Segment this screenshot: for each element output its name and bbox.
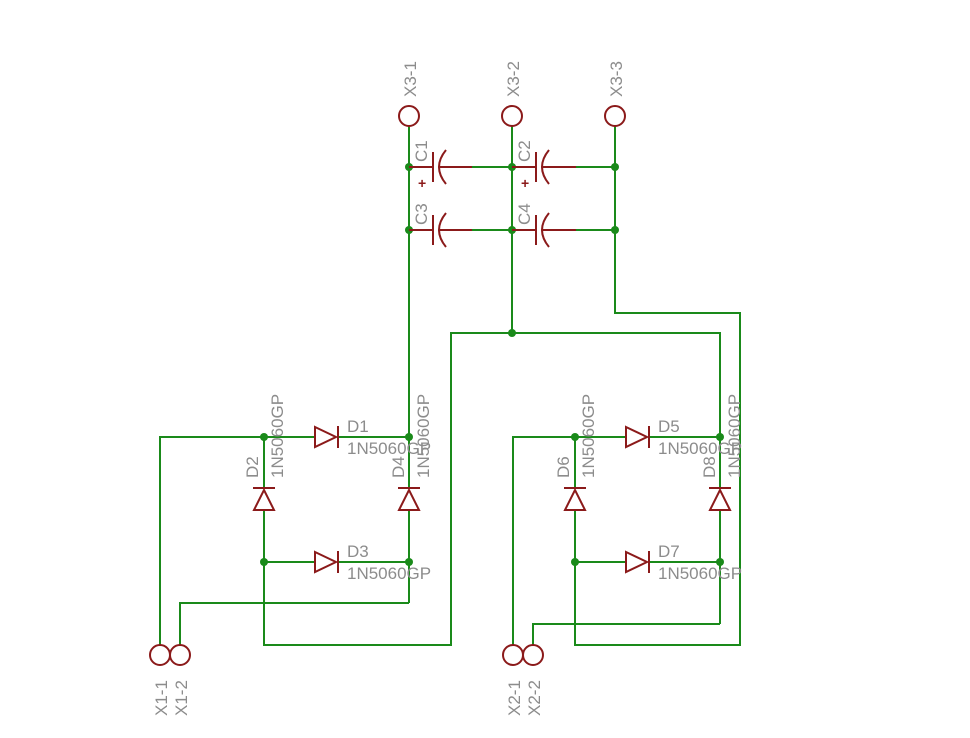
wire-common-right bbox=[512, 332, 721, 437]
label-x3-1: X3-1 bbox=[401, 61, 420, 97]
label-d1-name: D1 bbox=[347, 417, 369, 436]
capacitor-c3 bbox=[409, 212, 472, 248]
label-d7-name: D7 bbox=[658, 542, 680, 561]
capacitor-c1 bbox=[409, 149, 472, 185]
labels: X3-1 X3-2 X3-3 C1 C2 C3 C4 + + D1 1N5060… bbox=[152, 61, 744, 716]
diode-d8 bbox=[708, 487, 732, 511]
label-c4: C4 bbox=[515, 203, 534, 225]
junction-dot bbox=[716, 433, 724, 441]
diode-d5 bbox=[625, 425, 650, 449]
pad-x2-1 bbox=[502, 644, 524, 666]
diode-d3 bbox=[314, 550, 339, 574]
label-d8-name: D8 bbox=[700, 456, 719, 478]
diode-d1 bbox=[314, 425, 339, 449]
label-c3: C3 bbox=[412, 203, 431, 225]
label-d2-name: D2 bbox=[243, 456, 262, 478]
junction-dot bbox=[571, 558, 579, 566]
wire-x2-2 bbox=[532, 623, 720, 645]
pad-x3-2 bbox=[501, 105, 523, 127]
diode-d6 bbox=[563, 487, 587, 511]
pad-x3-1 bbox=[398, 105, 420, 127]
label-x2-2: X2-2 bbox=[525, 680, 544, 716]
label-d7-value: 1N5060GP bbox=[658, 564, 742, 583]
polarity-mark-c2: + bbox=[521, 175, 529, 191]
label-x3-2: X3-2 bbox=[504, 61, 523, 97]
pad-x2-2 bbox=[522, 644, 544, 666]
capacitor-c2 bbox=[512, 149, 576, 185]
junction-dot bbox=[405, 433, 413, 441]
capacitor-c4 bbox=[512, 212, 576, 248]
label-c2: C2 bbox=[515, 140, 534, 162]
label-d2-value: 1N5060GP bbox=[268, 394, 287, 478]
wire-x1-1 bbox=[159, 436, 315, 645]
junction-dot bbox=[611, 226, 619, 234]
label-d4-value: 1N5060GP bbox=[414, 394, 433, 478]
pad-x1-1 bbox=[149, 644, 171, 666]
junction-dot bbox=[571, 433, 579, 441]
label-x1-1: X1-1 bbox=[152, 680, 171, 716]
junctions bbox=[260, 163, 724, 566]
label-x2-1: X2-1 bbox=[505, 680, 524, 716]
junction-dot bbox=[260, 558, 268, 566]
pad-x1-2 bbox=[169, 644, 191, 666]
label-x3-3: X3-3 bbox=[607, 61, 626, 97]
wires bbox=[159, 126, 741, 646]
label-d5-value: 1N5060GP bbox=[658, 439, 742, 458]
label-d8-value: 1N5060GP bbox=[725, 394, 744, 478]
label-d5-name: D5 bbox=[658, 417, 680, 436]
pad-x3-3 bbox=[604, 105, 626, 127]
label-d3-name: D3 bbox=[347, 542, 369, 561]
connector-pads bbox=[149, 105, 626, 666]
label-d6-name: D6 bbox=[554, 456, 573, 478]
diode-d4 bbox=[397, 487, 421, 511]
wire-common-left bbox=[263, 332, 512, 646]
label-d1-value: 1N5060GP bbox=[347, 439, 431, 458]
label-d3-value: 1N5060GP bbox=[347, 564, 431, 583]
wire-x1-2 bbox=[179, 602, 409, 645]
label-c1: C1 bbox=[412, 140, 431, 162]
junction-dot bbox=[508, 329, 516, 337]
wire-x2-1 bbox=[512, 436, 626, 645]
polarity-mark-c1: + bbox=[418, 175, 426, 191]
diode-d7 bbox=[625, 550, 650, 574]
junction-dot bbox=[716, 558, 724, 566]
label-d6-value: 1N5060GP bbox=[579, 394, 598, 478]
wire-x3-3-rail bbox=[574, 126, 741, 646]
junction-dot bbox=[260, 433, 268, 441]
junction-dot bbox=[611, 163, 619, 171]
label-d4-name: D4 bbox=[389, 456, 408, 478]
label-x1-2: X1-2 bbox=[172, 680, 191, 716]
junction-dot bbox=[405, 558, 413, 566]
diode-d2 bbox=[252, 487, 276, 511]
